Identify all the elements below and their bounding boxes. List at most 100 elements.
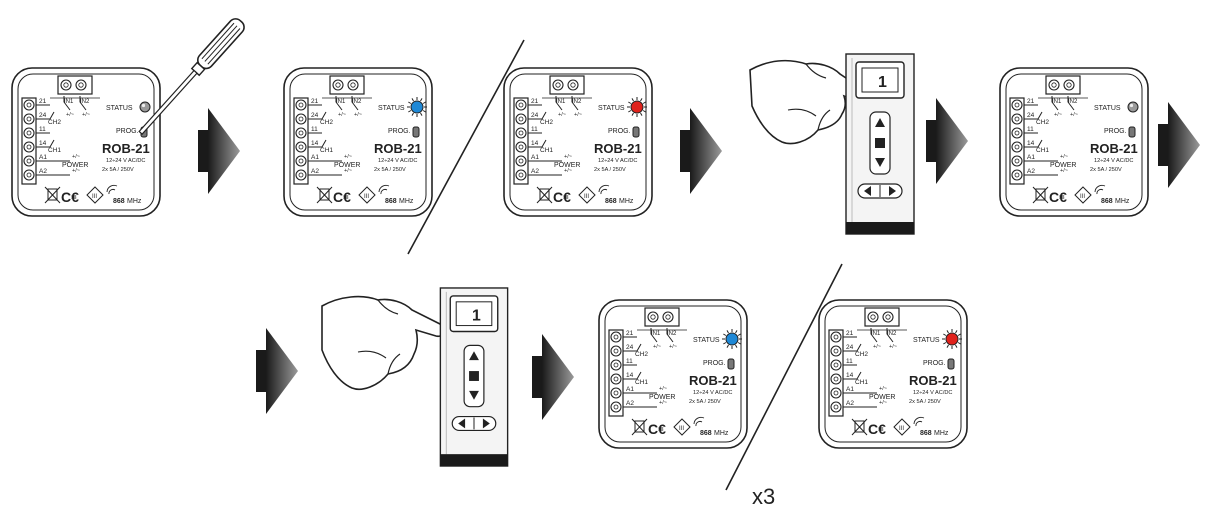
divider-line [720,262,850,499]
terminal-label: 11 [311,126,318,133]
input-label: IN1 [556,99,566,105]
remote-keypad [857,111,903,199]
prog-label: PROG. [1104,128,1127,135]
power-label: POWER [649,394,675,401]
remote-control-1: 1 [844,52,916,241]
input-label: IN2 [667,331,677,337]
terminal-label: A2 [1027,168,1035,175]
model-label: ROB-21 [594,141,642,156]
wireless-icon [106,184,118,195]
svg-text:III: III [584,194,589,200]
rating-label: 2x 5A / 250V [374,167,406,173]
svg-text:III: III [899,426,904,432]
class-iii-icon: III [673,418,691,436]
voltage-label: 12÷24 V AC/DC [693,390,732,396]
channel-label: CH1 [855,379,868,386]
channel-label: CH2 [1036,119,1049,126]
terminal-label: 14 [311,140,319,147]
input-pm-label: +/~ [82,112,90,118]
channel-label: CH2 [320,119,333,126]
weee-bin-icon [44,186,61,204]
terminal-label: 11 [1027,126,1034,133]
wireless-icon [913,416,925,427]
voltage-label: 12÷24 V AC/DC [1094,158,1133,164]
input-pm-label: +/~ [338,112,346,118]
rating-label: 2x 5A / 250V [689,399,721,405]
model-label: ROB-21 [909,373,957,388]
terminal-label: A2 [531,168,539,175]
power-label: POWER [62,162,88,169]
terminal-label: 21 [311,98,319,105]
wireless-icon [693,416,705,427]
terminal-label: 24 [626,344,634,351]
model-label: ROB-21 [374,141,422,156]
voltage-label: 12÷24 V AC/DC [598,158,637,164]
channel-label: CH1 [320,147,333,154]
power-label: POWER [869,394,895,401]
input-pm-label: +/~ [669,344,677,350]
class-iii-icon: III [358,186,376,204]
frequency-unit-label: MHz [127,198,142,205]
power-pm-label: +/~ [72,154,80,160]
power-pm-label: +/~ [344,168,352,174]
remote-display: 1 [472,308,481,325]
arrow-icon [680,108,722,194]
channel-label: CH2 [855,351,868,358]
class-iii-icon: III [578,186,596,204]
wireless-icon [378,184,390,195]
terminal-label: 21 [846,330,854,337]
power-pm-label: +/~ [659,386,667,392]
status-led [627,97,647,117]
voltage-label: 12÷24 V AC/DC [913,390,952,396]
svg-text:III: III [92,194,97,200]
prog-label: PROG. [703,360,726,367]
terminal-label: 24 [1027,112,1035,119]
ce-mark-icon: C€ [648,421,666,437]
channel-label: CH2 [540,119,553,126]
terminal-label: A1 [39,154,47,161]
terminal-label: A2 [39,168,47,175]
status-label: STATUS [913,337,940,344]
weee-bin-icon [316,186,333,204]
power-pm-label: +/~ [659,400,667,406]
weee-bin-icon [1032,186,1049,204]
channel-label: CH1 [1036,147,1049,154]
voltage-label: 12÷24 V AC/DC [378,158,417,164]
terminal-label: A2 [626,400,634,407]
input-label: IN1 [651,331,661,337]
input-pm-label: +/~ [873,344,881,350]
terminal-label: 14 [626,372,634,379]
terminal-label: 14 [531,140,539,147]
channel-label: CH2 [635,351,648,358]
input-pm-label: +/~ [354,112,362,118]
frequency-label: 868 [605,198,617,205]
arrow-icon [198,108,240,194]
frequency-unit-label: MHz [934,430,949,437]
weee-bin-icon [631,418,648,436]
weee-bin-icon [536,186,553,204]
divider-line [400,38,530,263]
terminal-label: 21 [39,98,47,105]
terminal-label: 21 [626,330,634,337]
class-iii-icon: III [1074,186,1092,204]
terminal-label: 24 [531,112,539,119]
repeat-count-label: x3 [752,484,776,509]
model-label: ROB-21 [1090,141,1138,156]
status-label: STATUS [106,105,133,112]
terminal-label: 21 [1027,98,1035,105]
wireless-icon [598,184,610,195]
terminal-label: 24 [311,112,319,119]
power-label: POWER [554,162,580,169]
input-label: IN2 [1068,99,1078,105]
input-pm-label: +/~ [66,112,74,118]
power-pm-label: +/~ [72,168,80,174]
power-label: POWER [1050,162,1076,169]
class-iii-icon: III [86,186,104,204]
remote-display: 1 [878,74,887,91]
input-label: IN1 [64,99,74,105]
frequency-unit-label: MHz [399,198,414,205]
